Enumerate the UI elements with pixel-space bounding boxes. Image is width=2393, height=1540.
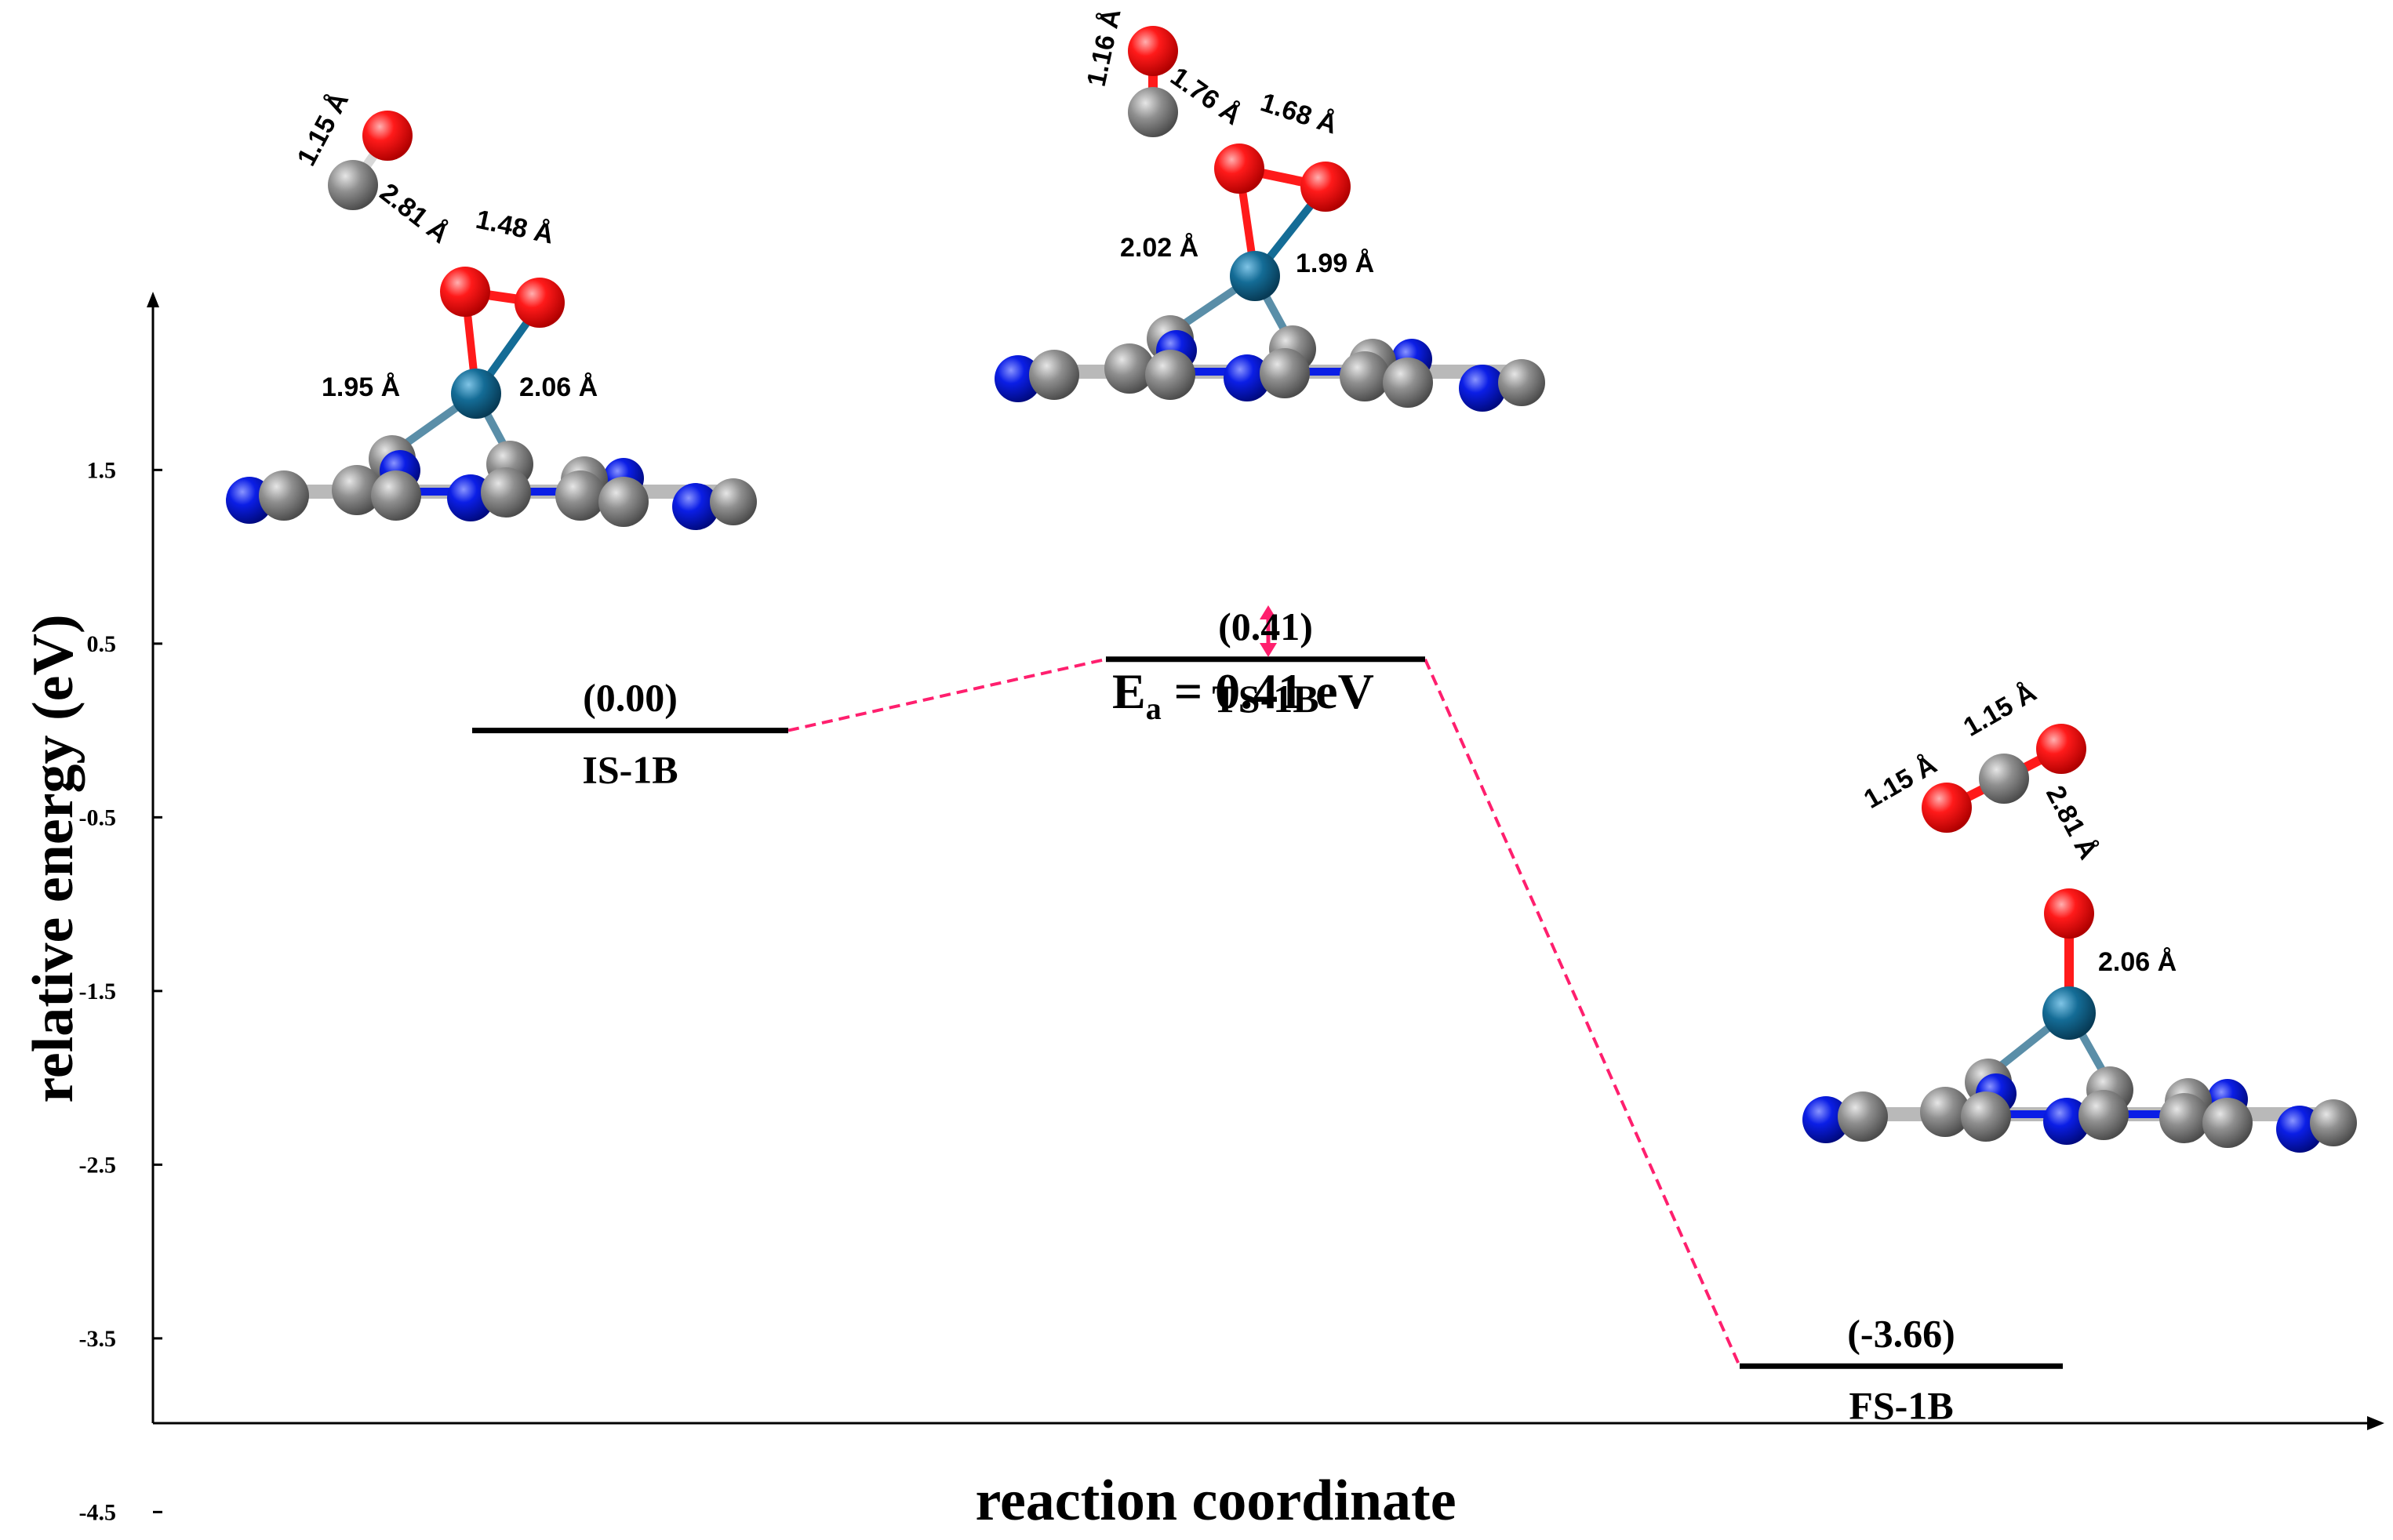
fs-atom-co2-c <box>1979 754 2029 804</box>
ts-atom-co-c <box>1128 87 1178 137</box>
ts-atom-c2 <box>1104 343 1155 394</box>
is-atom-metal <box>451 369 501 419</box>
ts-bond-label-5: 1.99 Å <box>1296 249 1374 278</box>
ts-atom-n3 <box>1459 365 1506 412</box>
ts-atom-c1 <box>1029 350 1079 400</box>
is-bond-label-1: 1.15 Å <box>292 87 355 170</box>
y-tick-label: -1.5 <box>79 979 117 1004</box>
is-atom-c5 <box>555 470 606 521</box>
x-axis-title: reaction coordinate <box>975 1469 1456 1533</box>
barrier-arrow-up-icon <box>1260 605 1277 619</box>
ts-atom-c4 <box>1260 348 1310 398</box>
connector-is-1b-ts-1b <box>787 657 1107 732</box>
is-atom-co-c <box>328 160 378 210</box>
ts-bond-label-3: 1.68 Å <box>1257 87 1341 140</box>
fs-atom-c1 <box>1838 1091 1888 1142</box>
fs-atom-co2-o2 <box>2036 724 2086 774</box>
ts-atom-c3 <box>1145 350 1195 400</box>
y-tick-label: -3.5 <box>79 1326 117 1352</box>
y-tick-label: -0.5 <box>79 805 117 830</box>
ts-atom-c7 <box>1498 359 1545 406</box>
y-tick-label: 0.5 <box>87 631 117 657</box>
is-atom-c6 <box>598 477 649 527</box>
ts-atom-o2 <box>1300 162 1351 212</box>
barrier-arrow-down-icon <box>1260 643 1277 657</box>
axes: 1.5 0.5 -0.5 -1.5 -2.5 -3.5 -4.5 <box>79 292 2384 1525</box>
energy-levels <box>472 656 2063 1369</box>
connector-ts-1b-fs-1b <box>1424 658 1741 1367</box>
fs-bond-label-4: 2.06 Å <box>2098 947 2177 977</box>
y-tick-label: -2.5 <box>79 1152 117 1178</box>
fs-bond-label-3: 2.81 Å <box>2040 781 2104 864</box>
ts-atom-c6 <box>1383 358 1433 408</box>
y-tick-label: 1.5 <box>87 457 117 483</box>
x-axis-arrow-icon <box>2367 1416 2384 1430</box>
ts-atom-co-o <box>1128 26 1178 76</box>
is-structure: 1.15 Å 2.81 Å 1.48 Å 1.95 Å 2.06 Å <box>226 87 757 530</box>
fs-atom-n2 <box>2043 1098 2090 1145</box>
energy-value-label: (0.00) <box>583 676 678 720</box>
is-atom-c4 <box>481 467 531 518</box>
ts-bond-label-2: 1.76 Å <box>1165 61 1246 131</box>
energy-value-label: (0.41) <box>1218 605 1313 648</box>
y-tick-label: -4.5 <box>79 1499 117 1525</box>
y-ticks: 1.5 0.5 -0.5 -1.5 -2.5 -3.5 -4.5 <box>79 457 162 1525</box>
is-atom-o1 <box>440 267 490 317</box>
is-atom-c3 <box>371 470 421 521</box>
ts-atom-o1 <box>1214 143 1264 194</box>
is-atom-o2 <box>515 278 565 328</box>
is-atom-c1 <box>259 470 309 521</box>
y-axis-arrow-icon <box>147 292 159 307</box>
fs-bond-label-2: 1.15 Å <box>1958 677 2042 743</box>
fs-atom-c4 <box>2078 1090 2129 1140</box>
level-labels: (0.00) IS-1B (0.41) TS-1B (-3.66) FS-1B <box>582 605 1955 1428</box>
is-bond-label-3: 1.48 Å <box>473 205 556 250</box>
state-label: FS-1B <box>1849 1383 1953 1427</box>
ts-atom-n2 <box>1224 354 1271 401</box>
is-bond-label-5: 2.06 Å <box>519 372 598 402</box>
fs-atom-o-ads <box>2044 888 2094 939</box>
is-atom-co-o <box>362 111 413 161</box>
barrier-label-main: E <box>1112 663 1146 719</box>
fs-atom-c7 <box>2310 1099 2357 1146</box>
state-label: TS-1B <box>1212 677 1318 721</box>
barrier-label-subscript: a <box>1146 691 1162 726</box>
fs-atom-c6 <box>2202 1098 2253 1148</box>
barrier-label-rest: = 0.41 eV <box>1162 663 1374 719</box>
ts-atom-metal <box>1230 251 1280 301</box>
ts-bond-label-4: 2.02 Å <box>1120 233 1198 263</box>
is-atom-c7 <box>710 478 757 525</box>
energy-value-label: (-3.66) <box>1847 1311 1955 1355</box>
connector-lines <box>787 657 1741 1367</box>
fs-atom-n1 <box>1802 1096 1849 1143</box>
is-bond-label-4: 1.95 Å <box>322 372 400 402</box>
is-atom-n3 <box>672 483 719 530</box>
fs-structure: 1.15 Å 1.15 Å 2.81 Å 2.06 Å <box>1802 677 2357 1153</box>
state-label: IS-1B <box>582 748 678 792</box>
ts-bond-label-1: 1.16 Å <box>1082 6 1127 89</box>
barrier-indicator <box>1260 605 1277 657</box>
is-atom-c2 <box>332 465 382 515</box>
y-axis-title: relative energy (eV) <box>21 614 85 1102</box>
is-bond-label-2: 2.81 Å <box>374 177 454 249</box>
ts-atom-c5 <box>1340 351 1390 401</box>
fs-atom-c2 <box>1920 1087 1970 1137</box>
fs-atom-c5 <box>2159 1093 2209 1143</box>
fs-atom-co2-o1 <box>1922 783 1972 833</box>
fs-atom-c3 <box>1961 1091 2011 1142</box>
ts-structure: 1.16 Å 1.76 Å 1.68 Å 2.02 Å 1.99 Å <box>995 6 1545 412</box>
ts-atom-n1 <box>995 355 1042 402</box>
fs-atom-metal <box>2042 986 2096 1040</box>
barrier-label: Ea = 0.41 eV <box>1112 663 1374 726</box>
